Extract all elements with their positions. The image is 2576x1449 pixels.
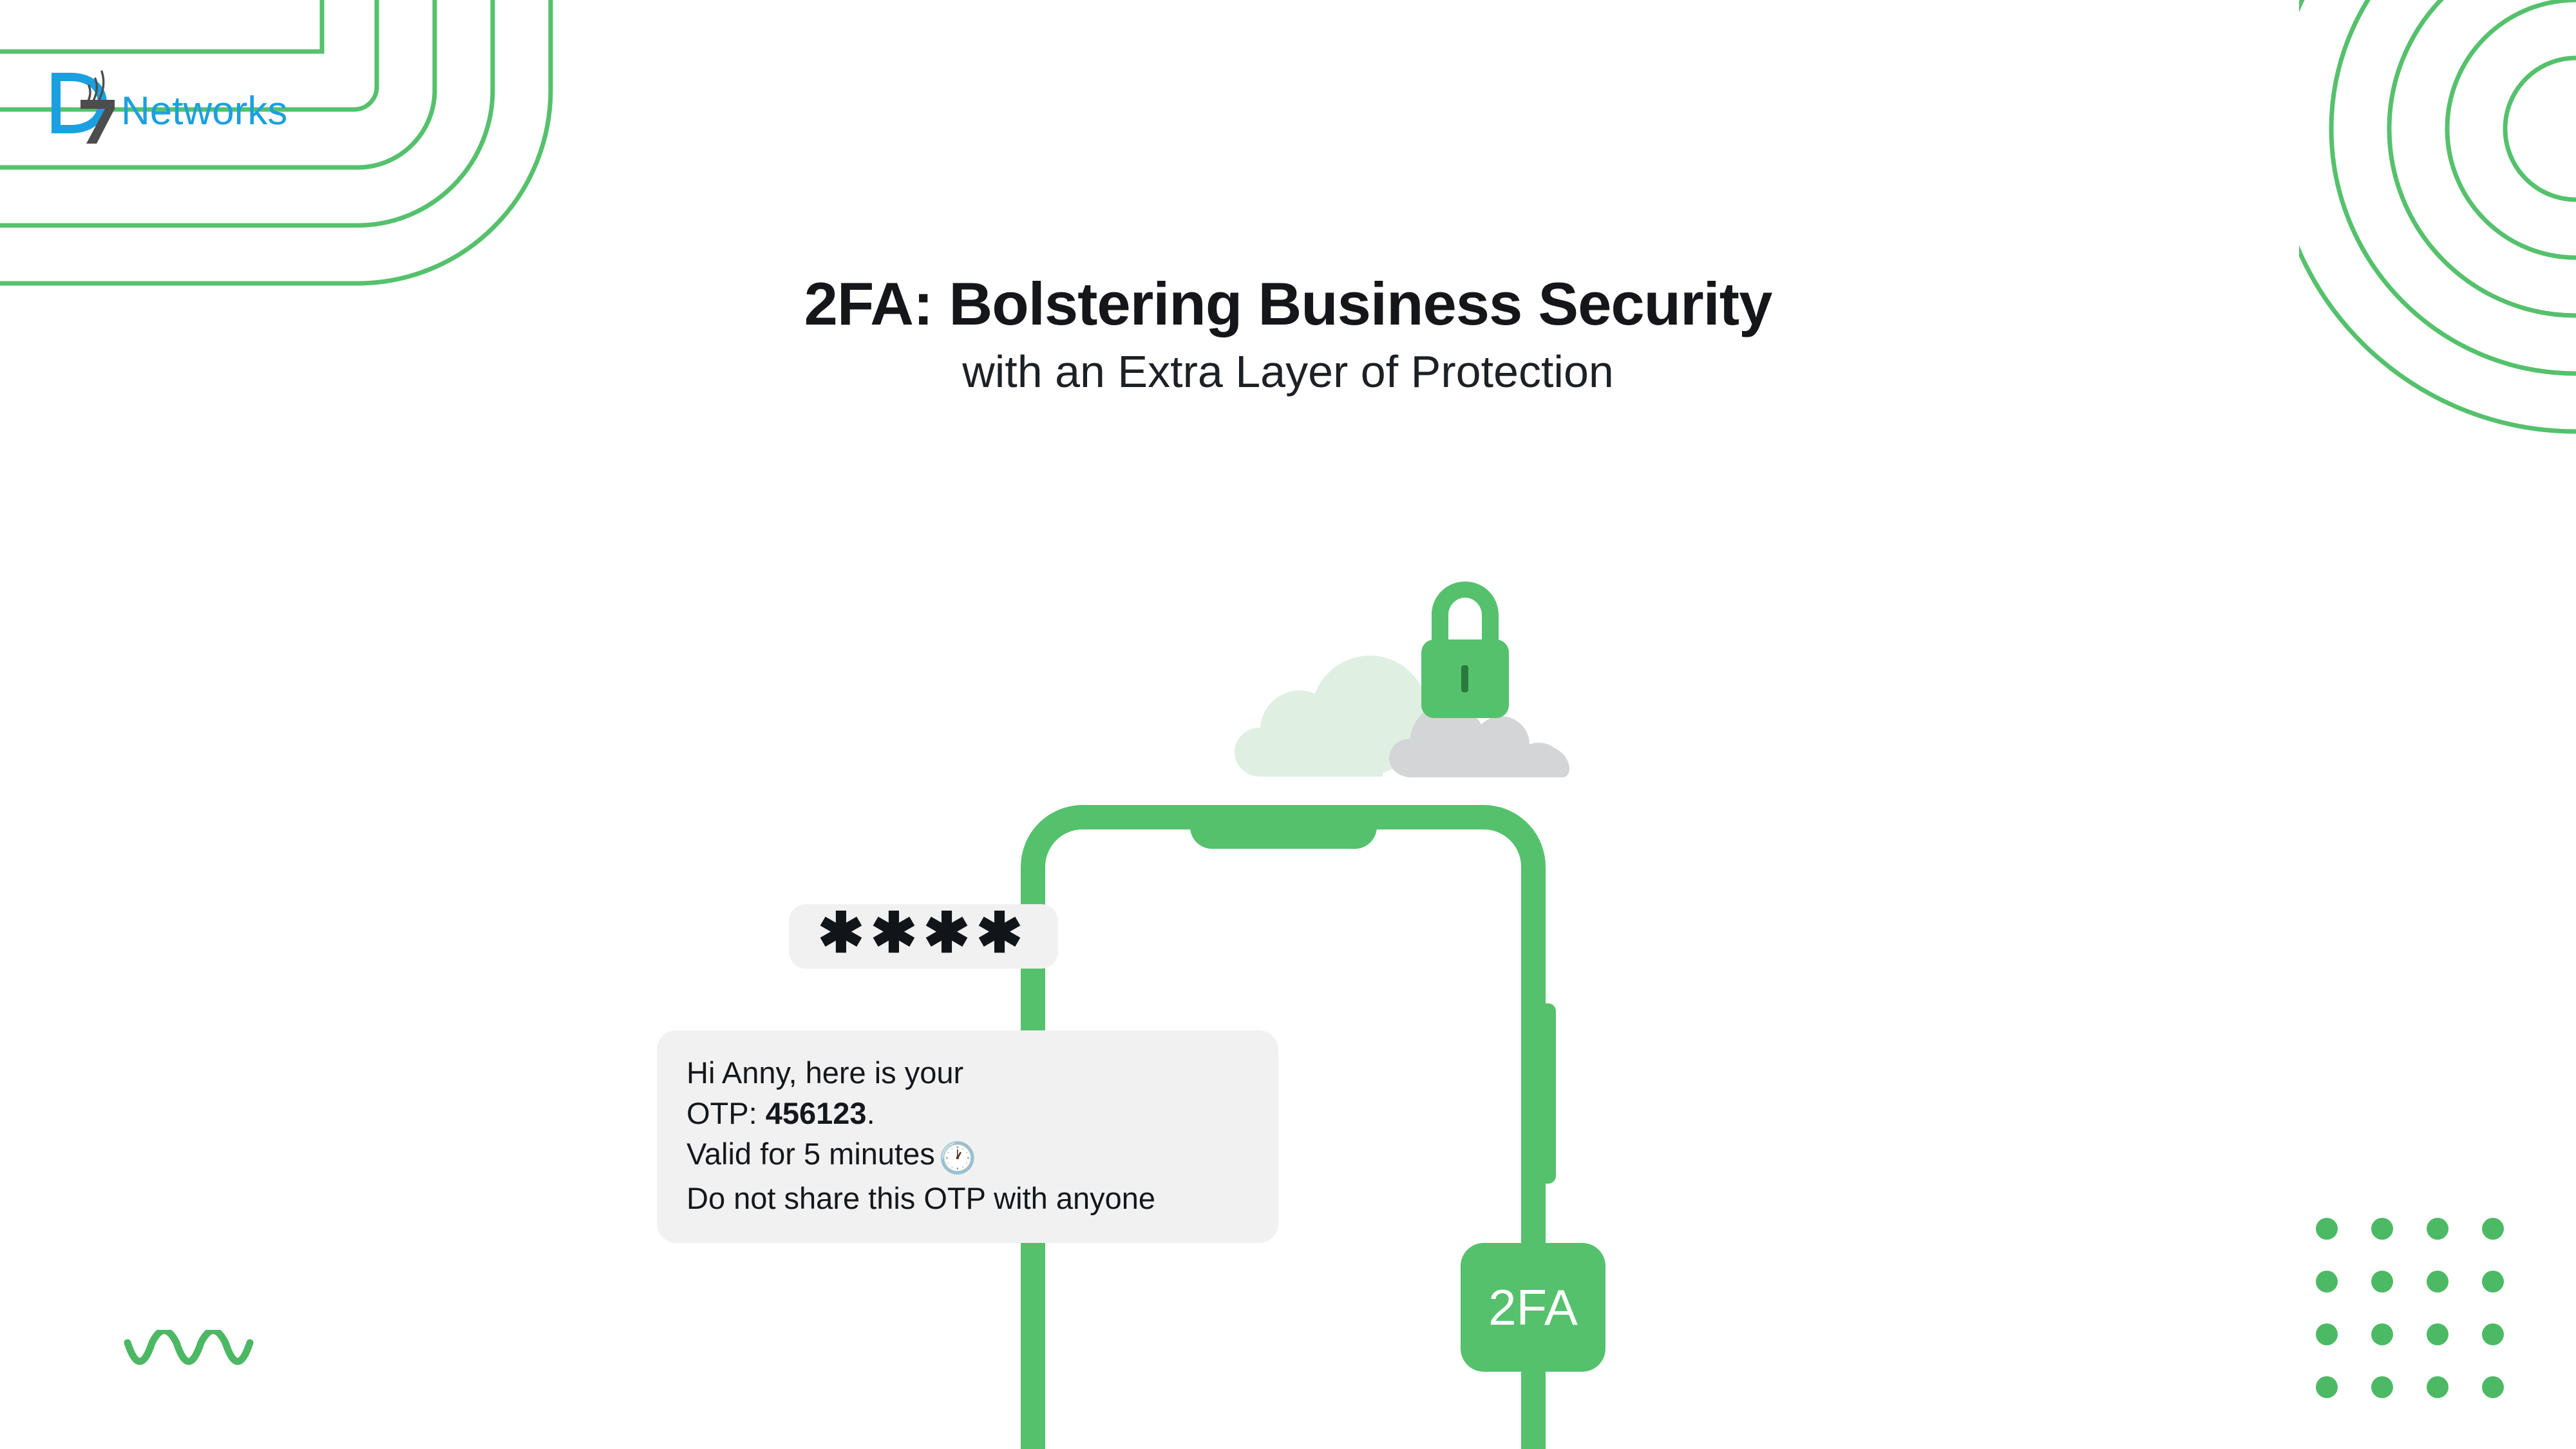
page-subtitle: with an Extra Layer of Protection xyxy=(962,346,1614,397)
sms-message-bubble: Hi Anny, here is your OTP: 456123. Valid… xyxy=(657,1030,1278,1243)
sms-line-otp: OTP: 456123. xyxy=(687,1093,1249,1133)
padlock-shackle xyxy=(1432,582,1499,645)
padlock-keyhole xyxy=(1461,665,1468,692)
headings-block: 2FA: Bolstering Business Security with a… xyxy=(0,270,2576,398)
cloud-icon xyxy=(1389,704,1569,777)
otp-code: 456123 xyxy=(765,1096,867,1130)
sms-line-validity: Valid for 5 minutes🕐 xyxy=(687,1133,1249,1178)
cloud-icon xyxy=(1235,656,1428,777)
padlock-icon xyxy=(1421,582,1509,718)
d7-networks-logo[interactable]: Networks xyxy=(45,61,303,145)
sms-otp-prefix: OTP: xyxy=(687,1096,766,1130)
sms-otp-suffix: . xyxy=(866,1096,875,1130)
phone-notch xyxy=(1189,805,1377,849)
page-title: 2FA: Bolstering Business Security xyxy=(804,270,1773,337)
phone-side-button[interactable] xyxy=(1544,1003,1556,1184)
otp-masked-input[interactable]: ✱✱✱✱ xyxy=(789,904,1058,969)
sms-line-greeting: Hi Anny, here is your xyxy=(687,1056,964,1090)
sms-validity-text: Valid for 5 minutes xyxy=(687,1137,935,1171)
logo-letter-d xyxy=(52,73,107,133)
otp-masked-value: ✱✱✱✱ xyxy=(817,902,1030,964)
two-factor-badge[interactable]: 2FA xyxy=(1461,1243,1605,1372)
logo-wordmark: Networks xyxy=(121,89,287,133)
clock-icon: 🕐 xyxy=(938,1141,977,1175)
sms-line-warning: Do not share this OTP with anyone xyxy=(687,1181,1156,1215)
two-factor-badge-label: 2FA xyxy=(1488,1279,1578,1336)
logo-number-7 xyxy=(80,100,115,144)
